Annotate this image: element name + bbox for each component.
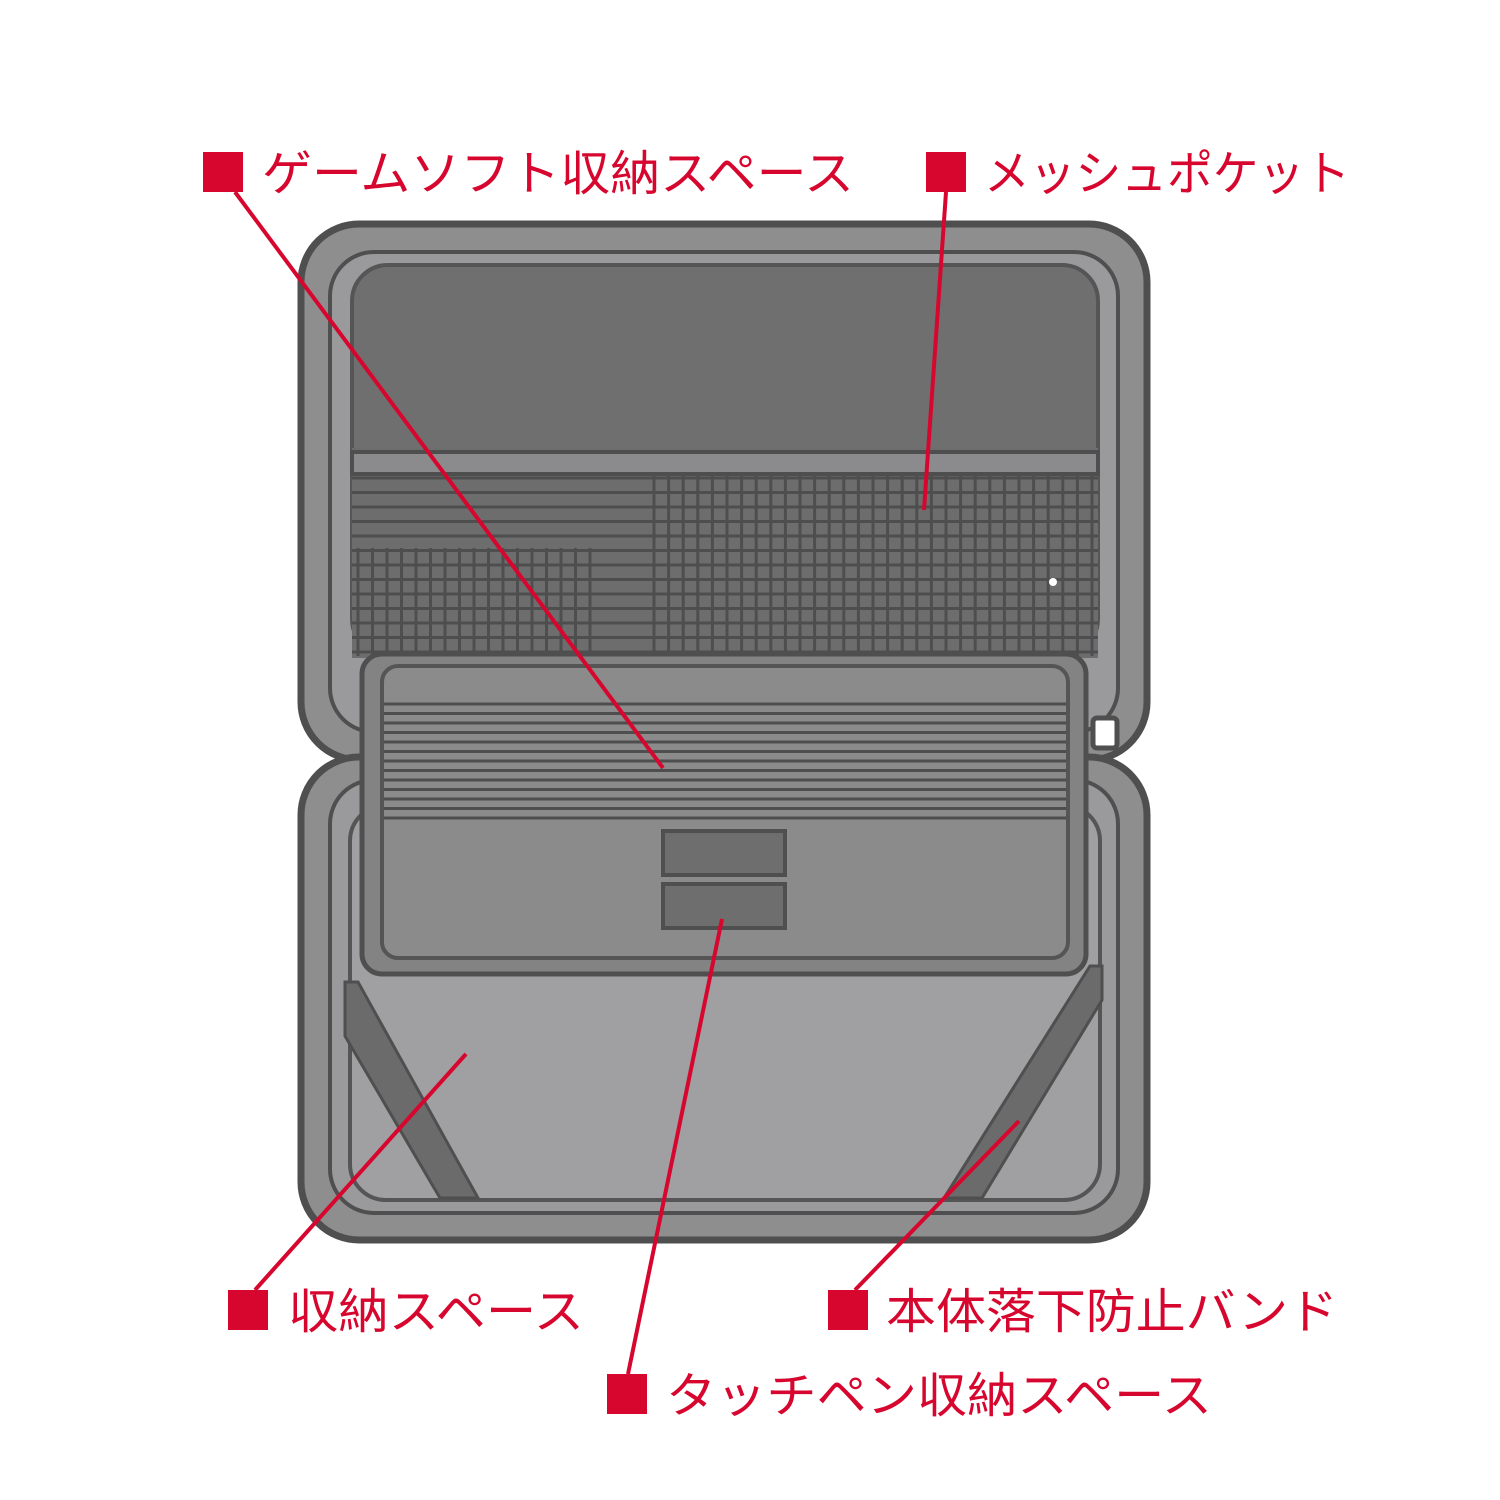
- game-soft-marker: [203, 152, 243, 192]
- mesh-pocket-leader-line: [922, 191, 948, 511]
- touch-pen-label: タッチペン収納スペース: [666, 1368, 1212, 1424]
- game-soft-panel: [359, 651, 1089, 977]
- touch-pen-slot-upper: [661, 829, 787, 877]
- mesh-pocket-label: メッシュポケット: [984, 146, 1350, 202]
- mesh-pocket: [350, 448, 1100, 658]
- storage-marker: [228, 1290, 268, 1330]
- mesh-pocket-marker: [926, 152, 966, 192]
- case-lid: [297, 220, 1151, 764]
- touch-pen-marker: [607, 1374, 647, 1414]
- touch-pen-slot-lower: [661, 882, 787, 930]
- hinge-tab-right: [1090, 715, 1120, 751]
- mesh-rivet: [1049, 578, 1057, 586]
- game-soft-label: ゲームソフト収納スペース: [262, 146, 854, 202]
- panel-inner: [380, 664, 1070, 960]
- drop-band-right: [941, 964, 1104, 1200]
- drop-band-leader-line: [853, 1119, 1021, 1292]
- drop-band-left: [343, 980, 481, 1200]
- storage-leader-line: [253, 1052, 468, 1292]
- game-soft-leader-line: [233, 190, 665, 770]
- drop-band-marker: [828, 1290, 868, 1330]
- drop-band-label: 本体落下防止バンド: [886, 1284, 1338, 1340]
- storage-label: 収納スペース: [288, 1284, 584, 1340]
- touch-pen-leader-line: [626, 918, 724, 1375]
